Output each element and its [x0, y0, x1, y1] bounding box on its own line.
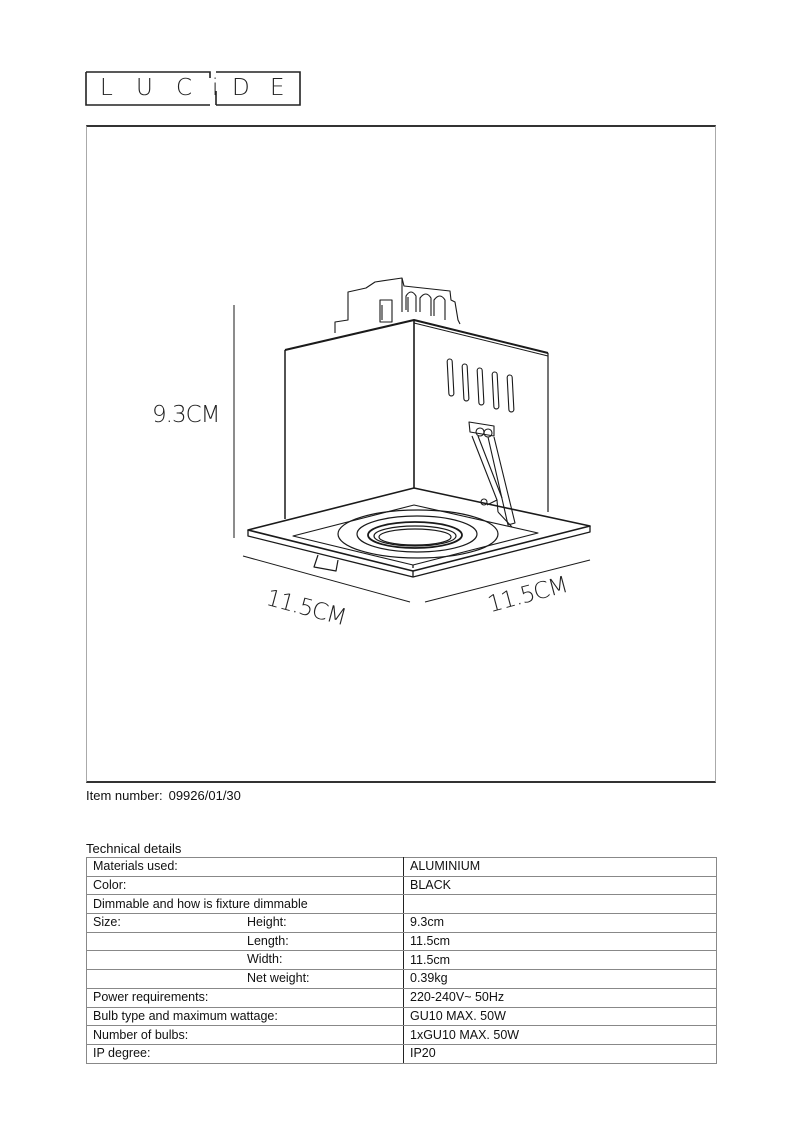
- row-value: BLACK: [403, 875, 717, 896]
- row-label: Dimmable and how is fixture dimmable: [86, 894, 404, 915]
- row-value: [403, 894, 717, 915]
- row-sublabel: Length:: [247, 933, 289, 948]
- row-label: Number of bulbs:: [86, 1025, 404, 1045]
- row-sublabel: Net weight:: [247, 971, 310, 986]
- logo-frame-icon: [85, 71, 301, 106]
- row-label: Power requirements:: [86, 987, 404, 1008]
- table-row: Dimmable and how is fixture dimmable: [86, 894, 717, 915]
- row-label: IP degree:: [86, 1043, 404, 1064]
- row-value: ALUMINIUM: [403, 857, 717, 877]
- row-value: IP20: [403, 1043, 717, 1064]
- row-label-cell: Width:: [86, 950, 404, 971]
- table-row: Color: BLACK: [86, 875, 717, 896]
- item-number: Item number: 09926/01/30: [86, 788, 241, 803]
- logo-letter-l: L: [100, 75, 113, 101]
- logo-letter-c: C: [176, 75, 193, 101]
- row-sublabel: Width:: [247, 952, 283, 967]
- terminal-block: [334, 277, 461, 333]
- row-label: Bulb type and maximum wattage:: [86, 1006, 404, 1027]
- logo-letter-e: E: [270, 75, 285, 101]
- row-label: Color:: [86, 875, 404, 896]
- row-value: GU10 MAX. 50W: [403, 1006, 717, 1027]
- vent-slots: [446, 358, 515, 413]
- table-row: Power requirements: 220-240V~ 50Hz: [86, 987, 717, 1008]
- row-value: 11.5cm: [403, 950, 717, 971]
- technical-details-table: Materials used: ALUMINIUM Color: BLACK D…: [86, 857, 717, 1064]
- spring-clip: [468, 421, 516, 528]
- lucide-logo: L U C i D E: [84, 69, 302, 107]
- mounting-tab: [313, 554, 339, 572]
- logo-letter-d: D: [232, 75, 250, 101]
- logo-letter-i: i: [212, 75, 219, 101]
- row-value: 0.39kg: [403, 969, 717, 989]
- item-number-value: 09926/01/30: [168, 788, 241, 803]
- table-row: Size: Height: 9.3cm: [86, 913, 717, 933]
- table-row: Materials used: ALUMINIUM: [86, 857, 717, 877]
- row-value: 220-240V~ 50Hz: [403, 987, 717, 1008]
- trim-bezel: [247, 487, 591, 578]
- row-label-cell: Net weight:: [86, 969, 404, 989]
- row-sublabel: Height:: [247, 915, 287, 930]
- width-dimension-line: [424, 559, 591, 603]
- table-row: IP degree: IP20: [86, 1043, 717, 1064]
- row-label: Materials used:: [86, 857, 404, 877]
- technical-details-title: Technical details: [86, 841, 182, 856]
- logo-letter-u: U: [136, 75, 153, 101]
- row-label-cell: Length:: [86, 931, 404, 952]
- row-label: Size:: [93, 915, 121, 930]
- product-drawing-frame: [86, 125, 716, 783]
- table-row: Width: 11.5cm: [86, 950, 717, 971]
- table-row: Bulb type and maximum wattage: GU10 MAX.…: [86, 1006, 717, 1027]
- item-number-label: Item number:: [86, 788, 163, 803]
- table-row: Length: 11.5cm: [86, 931, 717, 952]
- height-dimension-label: 9.3CM: [152, 402, 220, 428]
- table-row: Number of bulbs: 1xGU10 MAX. 50W: [86, 1025, 717, 1045]
- length-dimension-line: [242, 555, 411, 603]
- row-value: 9.3cm: [403, 913, 717, 933]
- row-value: 1xGU10 MAX. 50W: [403, 1025, 717, 1045]
- row-value: 11.5cm: [403, 931, 717, 952]
- product-technical-drawing: [233, 277, 591, 603]
- lamp-ring: [337, 509, 499, 559]
- table-row: Net weight: 0.39kg: [86, 969, 717, 989]
- row-label-cell: Size: Height:: [86, 913, 404, 933]
- housing-box: [284, 319, 549, 519]
